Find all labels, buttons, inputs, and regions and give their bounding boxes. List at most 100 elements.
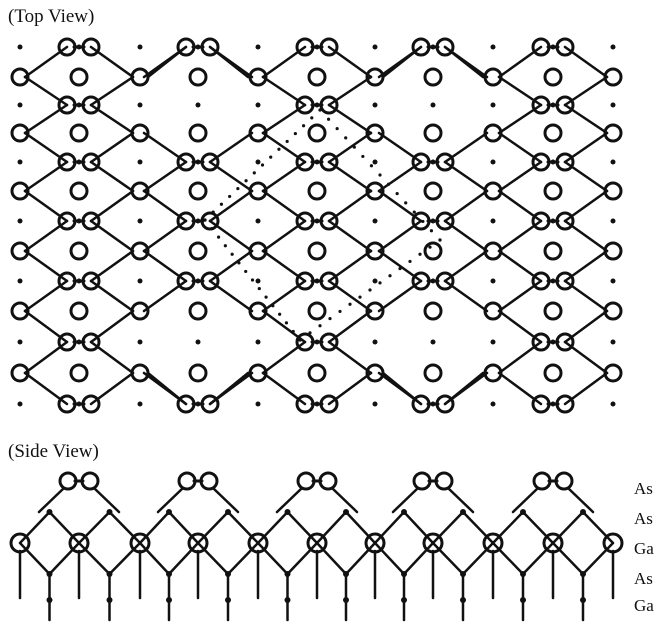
back-bond-right-u8-d4: [563, 279, 609, 313]
unit-cell-dot-e3-k8: [269, 155, 273, 159]
ga-dot-r6-c0: [17, 401, 23, 407]
unit-cell-dot-e0-k4: [352, 145, 356, 149]
ga-dot-r4-c8: [490, 278, 496, 284]
ga-dot-r5-c6: [372, 339, 378, 345]
side-bond-up-right-5: [315, 510, 348, 545]
back-bond-right-u8-d2: [563, 160, 609, 193]
unit-cell-dot-e2-k2: [284, 321, 289, 325]
as-atom-r0-c7: [423, 67, 443, 87]
back-bond-left-u4-d1: [261, 75, 307, 107]
side-bond-down-right-5: [315, 541, 348, 576]
as-atom-r0-c5: [307, 67, 327, 87]
side-bond-down-left-1: [48, 541, 81, 576]
side-dimer-back-right-4: [566, 486, 595, 514]
back-bond-left-u0-d0: [23, 45, 69, 79]
unit-cell-dot-e0-k9: [395, 191, 399, 196]
back-bond-right-u4-d3: [327, 219, 373, 253]
side-bond-down-left-2: [108, 541, 142, 576]
back-bond-right-u6-d0: [443, 160, 489, 193]
as-atom-r0-c1: [69, 67, 89, 87]
as-atom-r2-c3: [188, 181, 208, 201]
back-bond-right-u0-d5: [89, 309, 135, 344]
ga-dot-r6-c6: [372, 401, 378, 407]
ga-dot-r4-c4: [255, 278, 261, 284]
side-bond-up-left-6: [344, 510, 377, 545]
back-bond-right-u2-d0: [208, 160, 254, 193]
ga-dot-r0-c2: [137, 44, 143, 50]
back-bond-left-u8-d1: [497, 75, 543, 107]
unit-cell-dot-e2-k7: [250, 278, 255, 282]
back-bond-right-u4-d4: [327, 279, 373, 313]
side-view-lattice: [9, 471, 624, 622]
as-atom-r4-c1: [69, 301, 89, 321]
unit-cell-dot-e0-k7: [378, 173, 382, 177]
back-bond-left-u2-d2: [142, 279, 188, 313]
as-atom-r1-c5: [307, 123, 327, 143]
as-atom-r4-c7: [423, 301, 443, 321]
side-dimer-back-right-0: [92, 486, 121, 514]
back-bond-right-u8-d6: [563, 371, 609, 406]
back-bond-right-u0-d2: [89, 131, 135, 164]
unit-cell-dot-e3-k0: [203, 218, 207, 222]
back-bond-left-u6-d2: [377, 279, 423, 313]
unit-cell-dot-e3-k14: [318, 108, 322, 112]
back-bond-right-u4-d0: [327, 45, 373, 79]
back-bond-left-u4-d4: [261, 249, 307, 283]
ga-dot-r2-c2: [137, 159, 143, 165]
ga-dot-r2-c4: [255, 159, 261, 165]
unit-cell-dot-e1-k11: [328, 316, 332, 321]
side-bond-up-left-7: [402, 510, 435, 545]
back-bond-left-u6-d1: [377, 189, 423, 223]
ga-dot-r0-c0: [17, 44, 23, 50]
unit-cell-dot-e1-k8: [358, 295, 362, 299]
side-view-title: (Side View): [8, 441, 99, 462]
ga-dot-r4-c6: [372, 278, 378, 284]
unit-cell-dot-e1-k5: [388, 274, 392, 278]
back-bond-right-u4-d1: [327, 103, 373, 135]
back-bond-right-u8-d1: [563, 75, 609, 107]
cap-bond-left-u1: [146, 45, 188, 79]
side-bond-down-right-1: [77, 541, 111, 576]
back-bond-right-u2-d1: [208, 219, 254, 253]
side-bond-down-right-3: [196, 541, 230, 576]
ga-dot-r5-c7: [430, 339, 436, 345]
unit-cell-dot-e1-k0: [438, 238, 442, 242]
unit-cell-dot-e2-k0: [298, 338, 302, 342]
as-atom-r3-c9: [543, 241, 563, 261]
back-bond-left-u0-d5: [23, 340, 69, 375]
unit-cell-dot-e0-k1: [326, 117, 331, 121]
as-atom-r3-c7: [423, 241, 443, 261]
back-bond-left-u4-d5: [261, 309, 307, 344]
side-bond-up-right-0: [18, 510, 51, 545]
back-bond-left-u0-d3: [23, 219, 69, 253]
ga-dot-r3-c2: [137, 218, 143, 224]
back-bond-left-u4-d3: [261, 219, 307, 253]
as-atom-r5-c3: [188, 363, 208, 383]
ga-dot-r3-c4: [255, 218, 261, 224]
as-atom-r4-c0: [10, 301, 30, 321]
side-bond-down-right-0: [18, 541, 51, 576]
back-bond-left-u4-d0: [261, 45, 307, 79]
back-bond-left-u8-d2: [497, 131, 543, 164]
back-bond-left-u2-d0: [142, 160, 188, 193]
unit-cell-dot-e3-k10: [285, 139, 289, 144]
as-atom-r2-c1: [69, 181, 89, 201]
back-bond-left-u4-d6: [261, 371, 307, 406]
ga-dot-r5-c8: [490, 339, 496, 345]
back-bond-left-u0-d3: [23, 189, 69, 223]
as-atom-r0-c3: [188, 67, 208, 87]
ga-dot-r6-c4: [255, 401, 261, 407]
as-atom-r5-c9: [543, 363, 563, 383]
unit-cell-dot-e3-k9: [277, 147, 281, 151]
layer-label-ga-fifth: Ga: [634, 596, 654, 615]
back-bond-right-u6-d1: [443, 189, 489, 223]
side-bond-up-right-7: [431, 510, 465, 545]
back-bond-left-u4-d2: [261, 131, 307, 164]
unit-cell-dot-e1-k12: [318, 324, 322, 328]
as-atom-r1-c0: [10, 123, 30, 143]
back-bond-right-u0-d5: [89, 340, 135, 375]
ga-dot-r1-c10: [610, 102, 616, 108]
cap-bond-right-u3: [208, 371, 250, 406]
back-bond-left-u0-d1: [23, 75, 69, 107]
